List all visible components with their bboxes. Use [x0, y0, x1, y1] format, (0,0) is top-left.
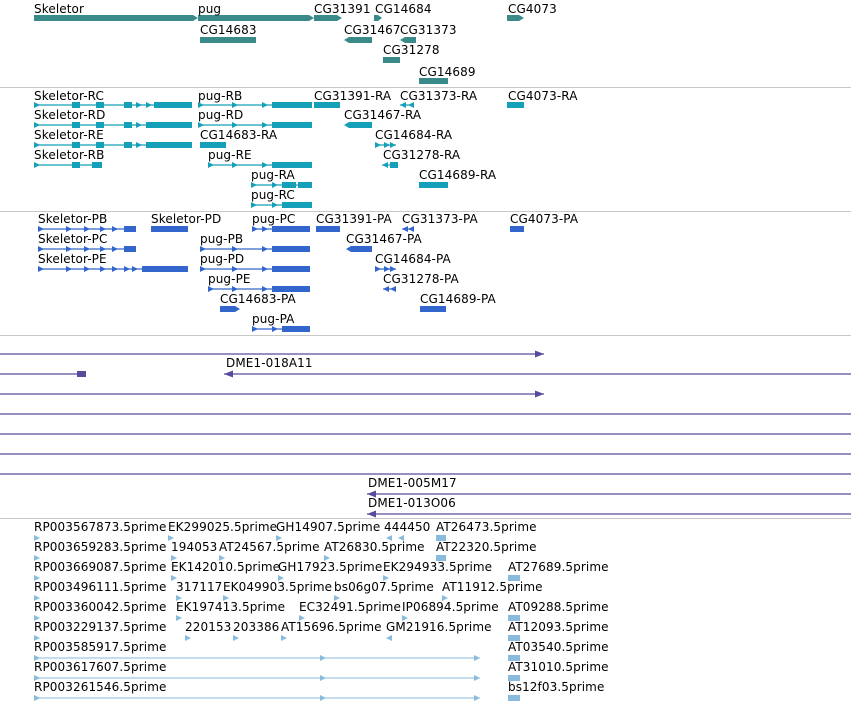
transcript-label[interactable]: Skeletor-RD — [34, 108, 106, 122]
gene-label[interactable]: Skeletor — [34, 2, 85, 16]
est-label[interactable]: 444450 — [384, 520, 431, 534]
est-label[interactable]: EK049903.5prime — [223, 580, 333, 594]
gene-label[interactable]: pug — [198, 2, 222, 16]
transcript-label[interactable]: Skeletor-RC — [34, 89, 105, 103]
protein-label[interactable]: CG31278-PA — [383, 272, 459, 286]
protein-label[interactable]: pug-PD — [200, 252, 245, 266]
est-label[interactable]: RP003585917.5prime — [34, 640, 167, 654]
gene-track — [0, 0, 851, 88]
est-label[interactable]: AT26473.5prime — [436, 520, 537, 534]
protein-label[interactable]: CG14684-PA — [375, 252, 451, 266]
transcript-track — [0, 88, 851, 212]
protein-label[interactable]: pug-PE — [208, 272, 251, 286]
clone-label[interactable]: DME1-005M17 — [368, 476, 457, 490]
est-label[interactable]: AT22320.5prime — [436, 540, 537, 554]
transcript-label[interactable]: Skeletor-RB — [34, 148, 105, 162]
gene-label[interactable]: CG14683 — [200, 23, 257, 37]
est-label[interactable]: RP003617607.5prime — [34, 660, 167, 674]
est-label[interactable]: GM21916.5prime — [386, 620, 492, 634]
est-label[interactable]: AT12093.5prime — [508, 620, 609, 634]
transcript-label[interactable]: CG31391-RA — [314, 89, 392, 103]
protein-label[interactable]: Skeletor-PE — [38, 252, 107, 266]
est-label[interactable]: EK294933.5prime — [383, 560, 493, 574]
est-label[interactable]: bs06g07.5prime — [334, 580, 434, 594]
est-label[interactable]: RP003229137.5prime — [34, 620, 167, 634]
est-label[interactable]: AT27689.5prime — [508, 560, 609, 574]
gene-label[interactable]: CG14684 — [375, 2, 432, 16]
transcript-label[interactable]: CG31278-RA — [383, 148, 461, 162]
protein-label[interactable]: pug-PB — [200, 232, 244, 246]
est-label[interactable]: IP06894.5prime — [402, 600, 499, 614]
gene-label[interactable]: CG4073 — [508, 2, 557, 16]
est-label[interactable]: GH14907.5prime — [276, 520, 381, 534]
protein-track — [0, 212, 851, 336]
est-label[interactable]: EK197413.5prime — [176, 600, 286, 614]
transcript-label[interactable]: pug-RA — [251, 168, 295, 182]
est-label[interactable]: 220153 — [185, 620, 232, 634]
protein-label[interactable]: CG4073-PA — [510, 212, 579, 226]
transcript-label[interactable]: CG14689-RA — [419, 168, 497, 182]
protein-label[interactable]: CG14689-PA — [420, 292, 496, 306]
est-label[interactable]: AT03540.5prime — [508, 640, 609, 654]
transcript-label[interactable]: CG14684-RA — [375, 128, 453, 142]
est-label[interactable]: AT11912.5prime — [442, 580, 543, 594]
protein-label[interactable]: pug-PC — [252, 212, 296, 226]
transcript-label[interactable]: pug-RE — [208, 148, 252, 162]
protein-label[interactable]: Skeletor-PD — [151, 212, 222, 226]
clone-track — [0, 336, 851, 519]
gene-label[interactable]: CG14689 — [419, 65, 476, 79]
transcript-label[interactable]: pug-RC — [251, 188, 295, 202]
protein-label[interactable]: CG31467-PA — [346, 232, 422, 246]
est-label[interactable]: AT26830.5prime — [324, 540, 425, 554]
est-label[interactable]: AT31010.5prime — [508, 660, 609, 674]
transcript-label[interactable]: CG31467-RA — [344, 108, 422, 122]
transcript-label[interactable]: Skeletor-RE — [34, 128, 104, 142]
est-label[interactable]: RP003360042.5prime — [34, 600, 167, 614]
est-label[interactable]: RP003567873.5prime — [34, 520, 167, 534]
transcript-label[interactable]: CG14683-RA — [200, 128, 278, 142]
est-label[interactable]: AT15696.5prime — [281, 620, 382, 634]
protein-label[interactable]: pug-PA — [252, 312, 295, 326]
clone-label[interactable]: DME1-018A11 — [226, 356, 313, 370]
est-label[interactable]: AT09288.5prime — [508, 600, 609, 614]
protein-label[interactable]: CG14683-PA — [220, 292, 296, 306]
est-label[interactable]: 203386 — [233, 620, 280, 634]
gene-label[interactable]: CG31278 — [383, 43, 440, 57]
est-label[interactable]: RP003669087.5prime — [34, 560, 167, 574]
gene-label[interactable]: CG31391 — [314, 2, 371, 16]
est-label[interactable]: 194053 — [171, 540, 218, 554]
protein-label[interactable]: Skeletor-PC — [38, 232, 108, 246]
est-label[interactable]: 317117 — [176, 580, 223, 594]
protein-label[interactable]: Skeletor-PB — [38, 212, 108, 226]
est-label[interactable]: AT24567.5prime — [219, 540, 320, 554]
transcript-label[interactable]: pug-RB — [198, 89, 243, 103]
transcript-label[interactable]: CG31373-RA — [400, 89, 478, 103]
est-label[interactable]: RP003659283.5prime — [34, 540, 167, 554]
protein-label[interactable]: CG31391-PA — [316, 212, 392, 226]
est-label[interactable]: RP003496111.5prime — [34, 580, 167, 594]
protein-label[interactable]: CG31373-PA — [402, 212, 478, 226]
gene-label[interactable]: CG31467 — [344, 23, 401, 37]
est-label[interactable]: RP003261546.5prime — [34, 680, 167, 694]
transcript-label[interactable]: CG4073-RA — [508, 89, 578, 103]
est-label[interactable]: EC32491.5prime — [299, 600, 401, 614]
est-label[interactable]: EK299025.5prime — [168, 520, 278, 534]
est-label[interactable]: EK142010.5prime — [171, 560, 281, 574]
est-label[interactable]: GH17923.5prime — [278, 560, 383, 574]
clone-label[interactable]: DME1-013O06 — [368, 496, 456, 510]
transcript-label[interactable]: pug-RD — [198, 108, 244, 122]
gene-label[interactable]: CG31373 — [400, 23, 457, 37]
est-label[interactable]: bs12f03.5prime — [508, 680, 605, 694]
